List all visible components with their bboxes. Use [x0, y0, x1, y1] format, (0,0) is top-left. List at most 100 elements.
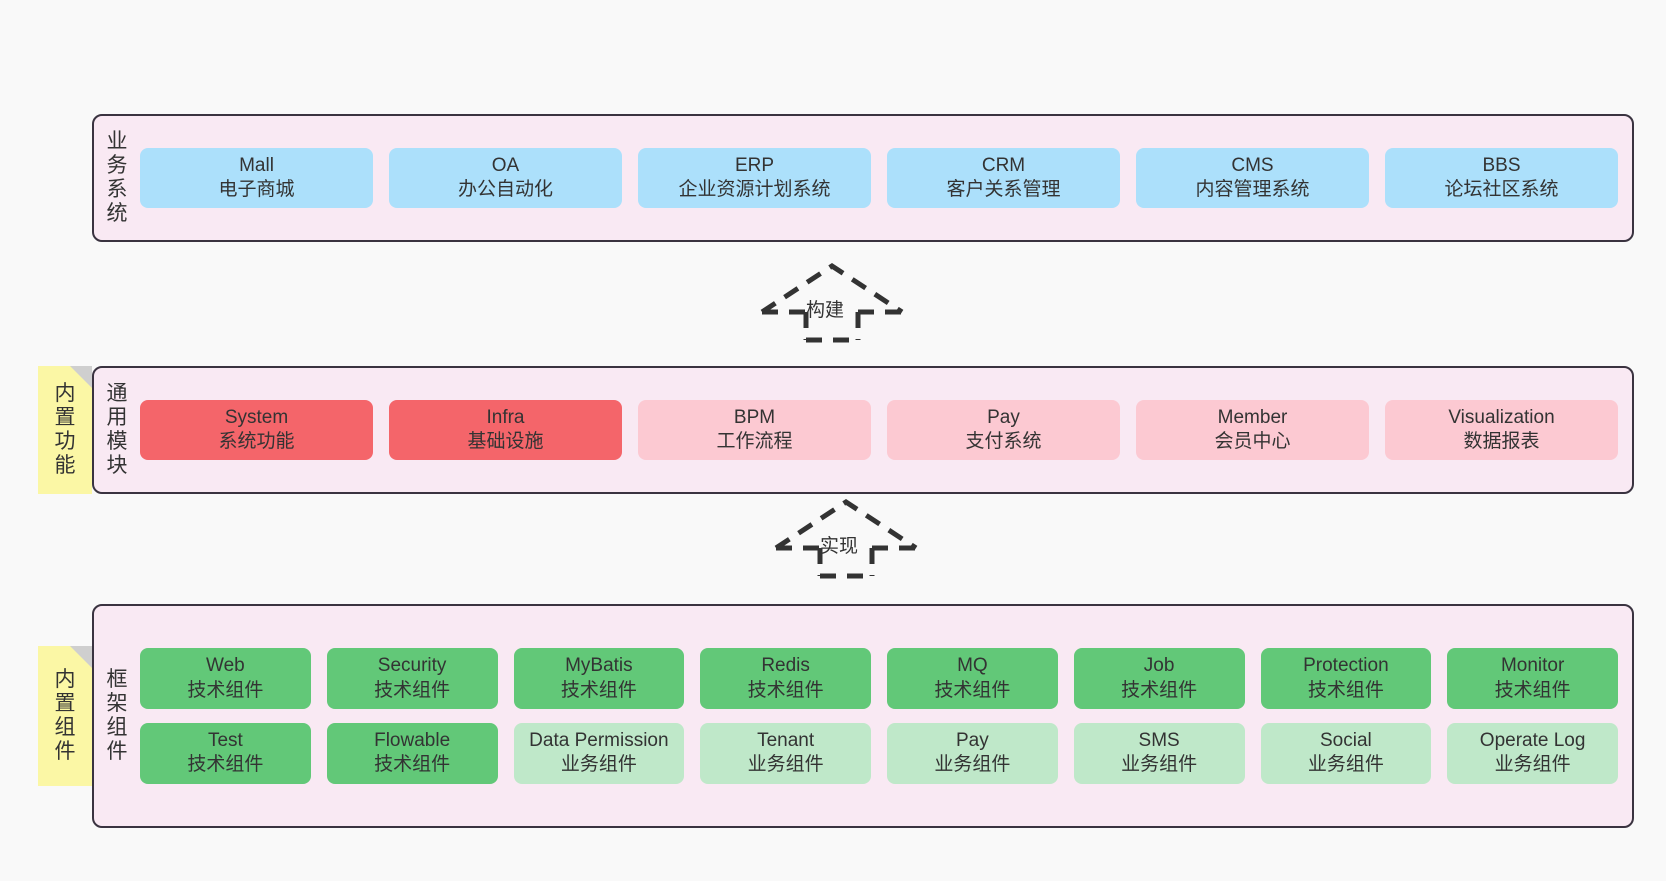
card-pay-component[interactable]: Pay 业务组件	[887, 723, 1058, 784]
sticky-note-builtin-components: 内 置 组 件	[38, 646, 92, 786]
card-flowable[interactable]: Flowable 技术组件	[326, 723, 498, 784]
card-subtitle: 内容管理系统	[1195, 179, 1310, 200]
card-title: CMS	[1231, 154, 1274, 176]
card-title: BPM	[733, 406, 776, 428]
card-subtitle: 数据报表	[1463, 431, 1540, 452]
sticky-note-builtin-features: 内 置 功 能	[38, 366, 92, 494]
card-row: System 系统功能 Infra 基础设施 BPM 工作流程 Pay 支付系统…	[140, 399, 1618, 461]
connector-implement-label: 实现	[820, 536, 859, 557]
card-subtitle: 工作流程	[716, 431, 793, 452]
card-subtitle: 技术组件	[374, 679, 451, 701]
card-row-tech: Web 技术组件 Security 技术组件 MyBatis 技术组件 Redi…	[140, 648, 1618, 709]
connector-build-label: 构建	[806, 300, 845, 321]
layer-label-common: 通 用 模 块	[106, 382, 128, 477]
card-sms[interactable]: SMS 业务组件	[1073, 723, 1245, 784]
card-title: Infra	[486, 406, 525, 428]
card-title: Pay	[987, 406, 1020, 428]
card-pay-module[interactable]: Pay 支付系统	[887, 399, 1120, 461]
card-subtitle: 技术组件	[1307, 679, 1384, 701]
layer-common-modules: 通 用 模 块 System 系统功能 Infra 基础设施 BPM 工作流程 …	[92, 366, 1634, 494]
card-title: BBS	[1482, 154, 1521, 176]
card-subtitle: 业务组件	[1307, 754, 1384, 776]
card-subtitle: 业务组件	[1121, 754, 1198, 776]
card-data-permission[interactable]: Data Permission 业务组件	[513, 723, 685, 784]
card-subtitle: 支付系统	[965, 431, 1042, 452]
card-subtitle: 业务组件	[747, 754, 824, 776]
card-operate-log[interactable]: Operate Log 业务组件	[1447, 723, 1618, 784]
card-row: Mall 电子商城 OA 办公自动化 ERP 企业资源计划系统 CRM 客户关系…	[140, 147, 1618, 209]
card-title: CRM	[981, 154, 1026, 176]
card-subtitle: 技术组件	[560, 679, 637, 701]
card-title: Member	[1217, 406, 1288, 428]
card-subtitle: 业务组件	[934, 754, 1011, 776]
card-title: Mall	[239, 154, 274, 176]
card-subtitle: 技术组件	[1494, 679, 1571, 701]
card-mq[interactable]: MQ 技术组件	[887, 648, 1058, 709]
card-social[interactable]: Social 业务组件	[1260, 723, 1432, 784]
card-subtitle: 技术组件	[187, 679, 264, 701]
card-title: Flowable	[374, 730, 451, 751]
card-crm[interactable]: CRM 客户关系管理	[887, 147, 1120, 209]
card-oa[interactable]: OA 办公自动化	[389, 147, 622, 209]
connector-implement: 实现	[772, 498, 920, 580]
card-subtitle: 业务组件	[560, 754, 637, 776]
card-subtitle: 技术组件	[934, 679, 1011, 701]
card-title: Pay	[956, 730, 989, 751]
card-title: SMS	[1138, 730, 1180, 751]
layer-body-business: Mall 电子商城 OA 办公自动化 ERP 企业资源计划系统 CRM 客户关系…	[140, 116, 1632, 240]
card-bbs[interactable]: BBS 论坛社区系统	[1385, 147, 1618, 209]
layer-label-business: 业 务 系 统	[106, 130, 128, 225]
card-title: Job	[1143, 655, 1175, 677]
fold-corner-icon	[70, 366, 92, 388]
card-subtitle: 企业资源计划系统	[678, 179, 831, 200]
card-title: MQ	[957, 655, 988, 677]
card-title: Redis	[761, 655, 810, 677]
card-subtitle: 电子商城	[218, 179, 295, 200]
card-title: Monitor	[1500, 655, 1565, 677]
card-visualization[interactable]: Visualization 数据报表	[1385, 399, 1618, 461]
card-infra[interactable]: Infra 基础设施	[389, 399, 622, 461]
card-title: Operate Log	[1479, 730, 1586, 751]
card-protection[interactable]: Protection 技术组件	[1260, 648, 1432, 709]
sticky-note-label: 内 置 功 能	[54, 382, 76, 477]
card-subtitle: 技术组件	[187, 754, 264, 776]
card-title: Tenant	[757, 730, 815, 751]
card-member[interactable]: Member 会员中心	[1136, 399, 1369, 461]
card-subtitle: 技术组件	[374, 754, 451, 776]
layer-framework-components: 框 架 组 件 Web 技术组件 Security 技术组件 MyBatis 技…	[92, 604, 1634, 828]
fold-corner-icon	[70, 646, 92, 668]
card-job[interactable]: Job 技术组件	[1073, 648, 1245, 709]
card-title: System	[224, 406, 289, 428]
card-mybatis[interactable]: MyBatis 技术组件	[513, 648, 685, 709]
card-test[interactable]: Test 技术组件	[140, 723, 311, 784]
card-title: Data Permission	[529, 730, 669, 751]
card-monitor[interactable]: Monitor 技术组件	[1447, 648, 1618, 709]
card-title: Visualization	[1448, 406, 1555, 428]
card-bpm[interactable]: BPM 工作流程	[638, 399, 871, 461]
card-subtitle: 业务组件	[1494, 754, 1571, 776]
card-subtitle: 论坛社区系统	[1444, 179, 1559, 200]
card-subtitle: 客户关系管理	[946, 179, 1061, 200]
card-web[interactable]: Web 技术组件	[140, 648, 311, 709]
card-title: ERP	[734, 154, 775, 176]
card-title: MyBatis	[565, 655, 633, 677]
card-security[interactable]: Security 技术组件	[326, 648, 498, 709]
layer-body-common: System 系统功能 Infra 基础设施 BPM 工作流程 Pay 支付系统…	[140, 368, 1632, 492]
card-row-business: Test 技术组件 Flowable 技术组件 Data Permission …	[140, 723, 1618, 784]
card-redis[interactable]: Redis 技术组件	[700, 648, 871, 709]
card-subtitle: 系统功能	[218, 431, 295, 452]
layer-business-systems: 业 务 系 统 Mall 电子商城 OA 办公自动化 ERP 企业资源计划系统 …	[92, 114, 1634, 242]
card-system[interactable]: System 系统功能	[140, 399, 373, 461]
card-title: Test	[207, 730, 243, 751]
card-title: Protection	[1303, 655, 1389, 677]
card-tenant[interactable]: Tenant 业务组件	[700, 723, 871, 784]
card-cms[interactable]: CMS 内容管理系统	[1136, 147, 1369, 209]
card-title: Web	[206, 655, 245, 677]
card-title: Security	[377, 655, 447, 677]
card-title: OA	[491, 154, 520, 176]
card-subtitle: 基础设施	[467, 431, 544, 452]
layer-body-framework: Web 技术组件 Security 技术组件 MyBatis 技术组件 Redi…	[140, 606, 1632, 826]
card-erp[interactable]: ERP 企业资源计划系统	[638, 147, 871, 209]
card-subtitle: 技术组件	[1121, 679, 1198, 701]
card-mall[interactable]: Mall 电子商城	[140, 147, 373, 209]
